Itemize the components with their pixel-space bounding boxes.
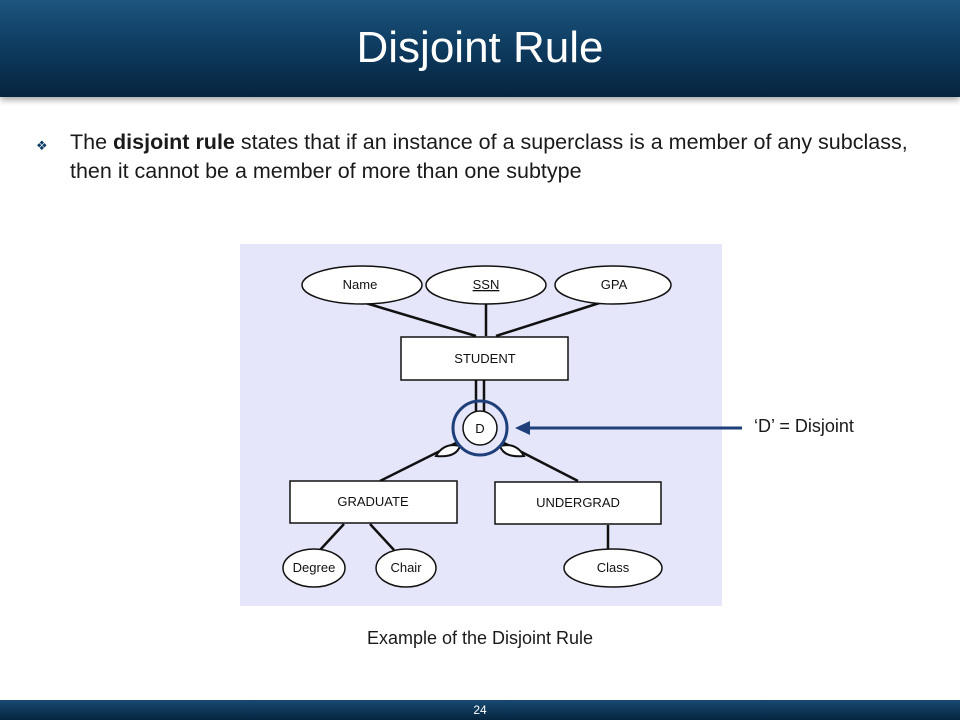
- attribute-class-label: Class: [597, 560, 630, 575]
- er-diagram-svg: Name SSN GPA STUDENT D GRADUATE UNDERGRA…: [282, 265, 672, 588]
- disjoint-highlight-ring: [451, 399, 509, 457]
- attribute-degree-ellipse: [282, 548, 346, 588]
- er-diagram: Name SSN GPA STUDENT D GRADUATE UNDERGRA…: [240, 244, 722, 606]
- attribute-gpa-ellipse: [554, 265, 672, 305]
- bullet-text-rest: states that if an instance of a supercla…: [70, 130, 908, 183]
- attribute-degree-label: Degree: [293, 560, 336, 575]
- attribute-name-label: Name: [343, 277, 378, 292]
- bullet-text-start: The: [70, 130, 114, 154]
- graduate-entity-box: [289, 480, 458, 524]
- bullet-bold-term: disjoint rule: [113, 130, 235, 154]
- disjoint-callout-label: ‘D’ = Disjoint: [754, 416, 854, 436]
- disjoint-constraint-circle: [462, 410, 498, 446]
- disjoint-constraint-label: D: [475, 421, 484, 436]
- page-number: 24: [473, 703, 487, 717]
- attribute-ssn-label: SSN: [473, 277, 500, 292]
- slide-title: Disjoint Rule: [356, 23, 604, 72]
- chair-connector-line: [369, 523, 395, 551]
- degree-connector-line: [319, 523, 345, 551]
- subset-symbol-right: [498, 444, 526, 458]
- attribute-chair-ellipse: [375, 548, 437, 588]
- attribute-class-ellipse: [563, 548, 663, 588]
- gpa-connector-line: [495, 297, 613, 338]
- attribute-ssn-ellipse: [425, 265, 547, 305]
- attribute-name-ellipse: [301, 265, 423, 305]
- diamond-bullet-icon: ❖: [36, 138, 48, 153]
- attribute-gpa-label: GPA: [601, 277, 628, 292]
- diagram-caption: Example of the Disjoint Rule: [366, 628, 594, 648]
- footer-bar: 24: [0, 700, 960, 720]
- name-connector-line: [351, 297, 477, 338]
- student-entity-label: STUDENT: [454, 351, 515, 366]
- title-bar: Disjoint Rule: [0, 0, 960, 97]
- subset-symbol-left: [434, 444, 462, 458]
- student-entity-box: [400, 336, 569, 381]
- graduate-entity-label: GRADUATE: [337, 494, 409, 509]
- bullet-text: The disjoint rule states that if an inst…: [70, 128, 930, 186]
- undergrad-entity-label: UNDERGRAD: [536, 495, 620, 510]
- attribute-chair-label: Chair: [390, 560, 422, 575]
- undergrad-entity-box: [494, 481, 662, 525]
